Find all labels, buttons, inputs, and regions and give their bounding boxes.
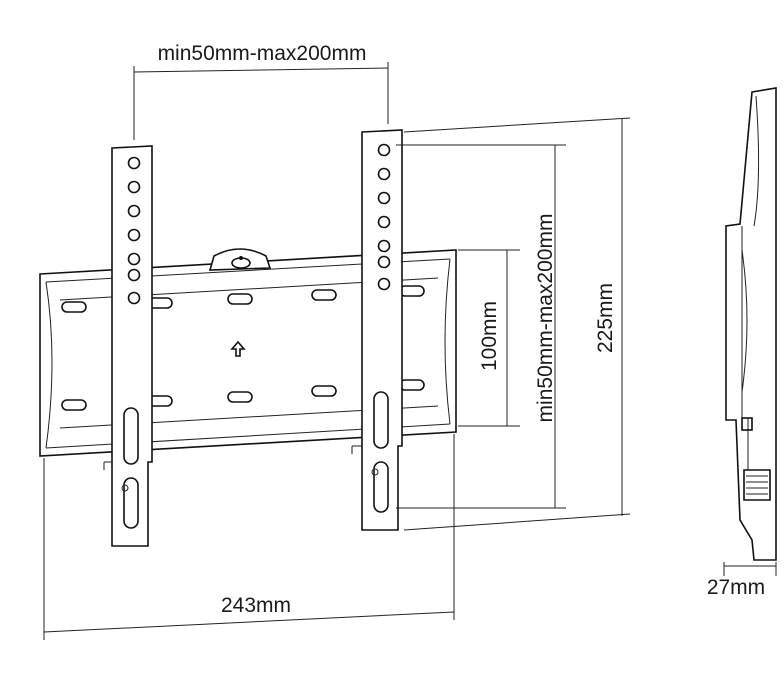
vertical-vesa-label: min50mm-max200mm <box>534 214 557 423</box>
side-profile-view: 27mm <box>707 87 777 599</box>
plate-slot <box>227 293 253 305</box>
dimension-overall-width: 243mm <box>43 434 455 640</box>
depth-label: 27mm <box>707 576 765 599</box>
plate-slot <box>311 289 337 301</box>
plate-slot <box>227 391 253 403</box>
dimension-plate-height: 100mm <box>458 249 520 427</box>
plate-slot <box>61 301 87 313</box>
dimension-vertical-vesa: min50mm-max200mm <box>396 144 566 509</box>
overall-height-label: 225mm <box>594 283 617 353</box>
up-arrow-icon <box>230 340 246 357</box>
top-width-label: min50mm-max200mm <box>158 42 367 65</box>
plate-slot <box>311 385 337 397</box>
dimension-overall-height: 225mm <box>403 117 631 531</box>
lock-handle <box>208 248 272 271</box>
right-bracket-arm <box>351 129 403 531</box>
plate-slot <box>61 399 87 411</box>
plate-height-label: 100mm <box>478 301 501 371</box>
overall-width-label: 243mm <box>221 594 291 617</box>
dimension-top-width: min50mm-max200mm <box>133 42 389 140</box>
left-bracket-arm <box>103 145 153 547</box>
